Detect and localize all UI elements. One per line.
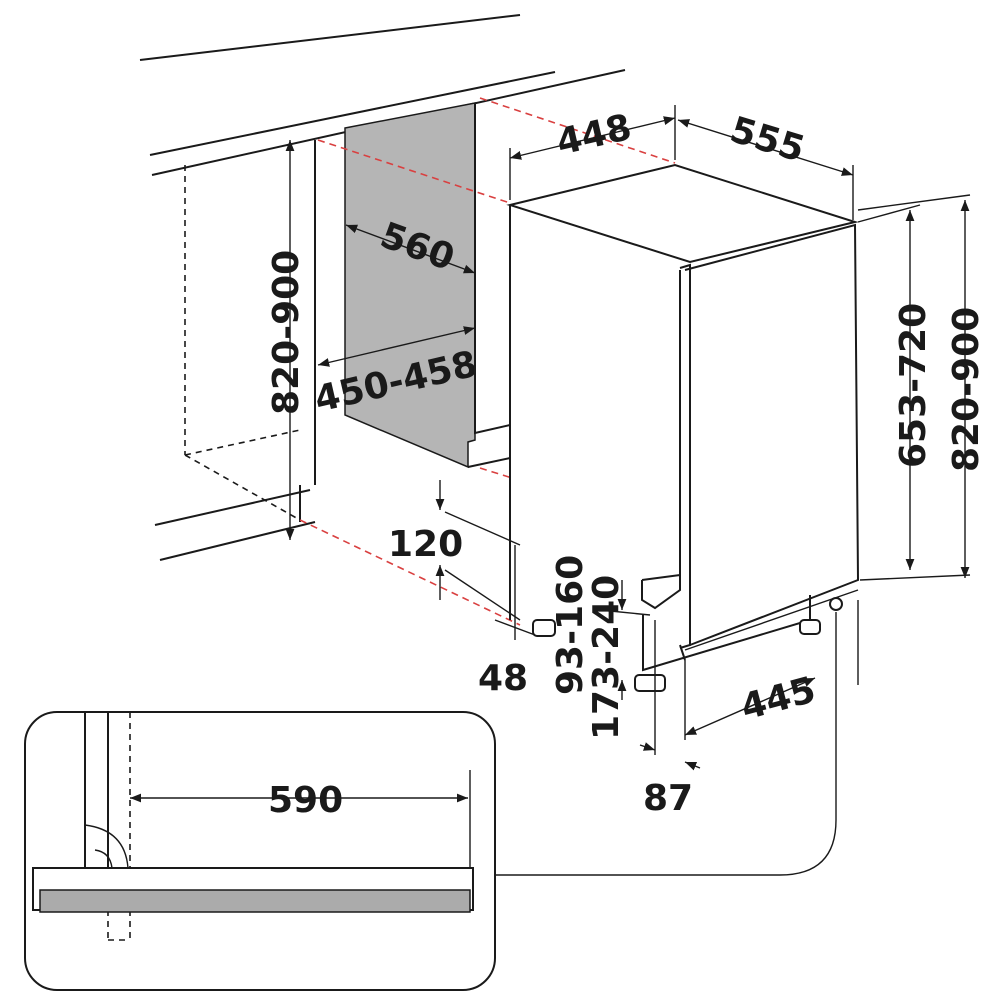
niche-back-panel — [344, 102, 476, 469]
label-width-niche: 448 — [553, 107, 635, 164]
niche-dashed-outline — [184, 165, 301, 521]
dishwasher-feet — [532, 619, 821, 692]
niche-right-edge — [474, 103, 511, 435]
dimension-lines — [285, 105, 971, 771]
detail-inset — [24, 711, 496, 991]
label-foot-height-rear: 173-240 — [586, 575, 627, 740]
circle-indicator-icon — [829, 597, 843, 611]
label-niche-height: 820-900 — [266, 250, 307, 415]
label-width-front: 445 — [737, 670, 820, 729]
label-plinth-gap: 48 — [478, 658, 528, 699]
label-door-height: 653-720 — [893, 303, 934, 468]
detail-callout-line — [495, 612, 837, 876]
label-plinth-depth: 120 — [388, 524, 463, 565]
niche-side-wall — [299, 140, 316, 522]
dishwasher-body — [506, 163, 860, 672]
niche-floor-edge — [467, 457, 511, 468]
label-depth: 555 — [725, 109, 809, 170]
label-door-offset: 87 — [643, 778, 693, 819]
label-foot-height-front: 93-160 — [550, 555, 591, 695]
label-appliance-height: 820-900 — [946, 307, 987, 472]
label-detail-depth: 590 — [268, 780, 343, 821]
